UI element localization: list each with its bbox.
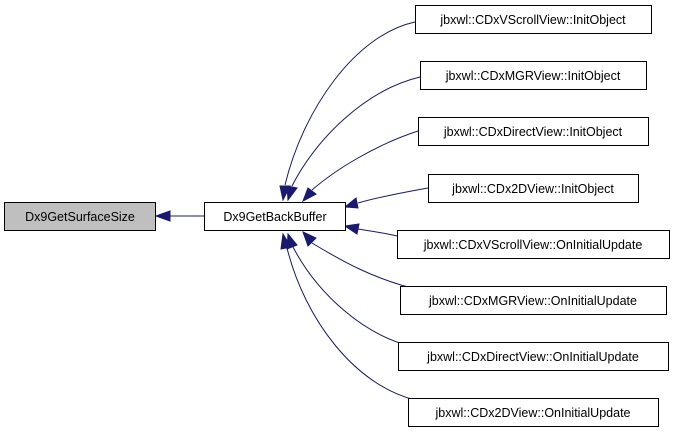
node-focus-box — [4, 202, 156, 231]
node-caller-2-label: jbxwl::CDxDirectView::InitObject — [443, 125, 623, 139]
edge-caller-7 — [280, 232, 416, 401]
node-caller-5-label: jbxwl::CDxMGRView::OnInitialUpdate — [428, 294, 637, 308]
edge-backbuffer-to-surfacesize — [154, 210, 204, 222]
edge-caller-2 — [302, 130, 419, 203]
node-caller-2[interactable]: jbxwl::CDxDirectView::InitObject — [418, 117, 649, 146]
node-caller-6-label: jbxwl::CDxDirectView::OnInitialUpdate — [426, 350, 639, 364]
node-caller-1[interactable]: jbxwl::CDxMGRView::InitObject — [420, 61, 647, 90]
node-focus[interactable]: Dx9GetSurfaceSize — [4, 202, 156, 231]
node-caller-0-label: jbxwl::CDxVScrollView::InitObject — [439, 13, 626, 27]
node-direct-caller[interactable]: Dx9GetBackBuffer — [204, 202, 346, 231]
node-direct-caller-box — [204, 202, 346, 231]
node-caller-6-box — [398, 342, 669, 371]
node-caller-6[interactable]: jbxwl::CDxDirectView::OnInitialUpdate — [398, 342, 669, 371]
node-caller-7[interactable]: jbxwl::CDx2DView::OnInitialUpdate — [408, 398, 659, 427]
node-caller-1-label: jbxwl::CDxMGRView::InitObject — [445, 69, 621, 83]
node-caller-5[interactable]: jbxwl::CDxMGRView::OnInitialUpdate — [400, 286, 667, 315]
node-caller-4-box — [397, 230, 670, 259]
node-caller-5-box — [400, 286, 667, 315]
node-caller-0-box — [415, 5, 652, 34]
edge-caller-3 — [343, 187, 429, 209]
node-caller-3-label: jbxwl::CDx2DView::InitObject — [451, 182, 614, 196]
node-caller-0[interactable]: jbxwl::CDxVScrollView::InitObject — [415, 5, 652, 34]
node-caller-7-label: jbxwl::CDx2DView::OnInitialUpdate — [435, 406, 631, 420]
edge-caller-0 — [279, 21, 416, 202]
edge-caller-4 — [343, 223, 398, 237]
node-caller-1-box — [420, 61, 647, 90]
node-caller-7-box — [408, 398, 659, 427]
node-caller-3[interactable]: jbxwl::CDx2DView::InitObject — [428, 174, 639, 203]
edge-caller-6 — [286, 232, 411, 347]
edge-caller-1 — [286, 76, 421, 202]
node-focus-label: Dx9GetSurfaceSize — [25, 210, 135, 224]
node-caller-4[interactable]: jbxwl::CDxVScrollView::OnInitialUpdate — [397, 230, 670, 259]
node-caller-4-label: jbxwl::CDxVScrollView::OnInitialUpdate — [423, 238, 643, 252]
node-caller-2-box — [418, 117, 649, 146]
node-direct-caller-label: Dx9GetBackBuffer — [223, 210, 326, 224]
node-caller-3-box — [428, 174, 639, 203]
